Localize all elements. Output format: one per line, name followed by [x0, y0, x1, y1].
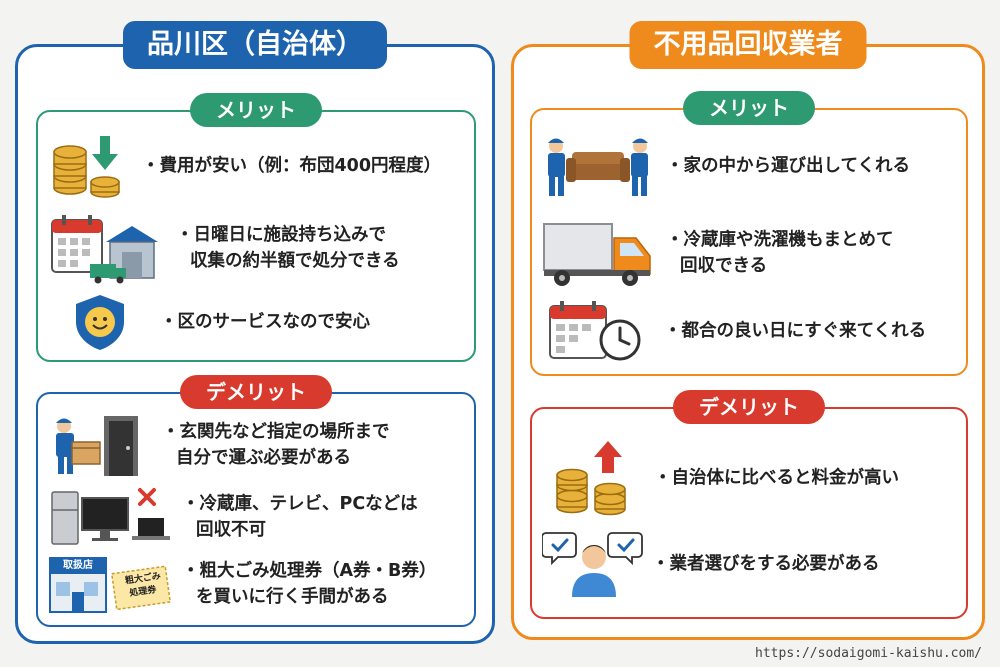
shop-sign-text: 取扱店 [63, 560, 93, 571]
municipal-merit-item-cost-text: ・費用が安い（例：布団400円程度） [142, 156, 442, 176]
collector-merit-section: メリット ・家の中から運び出してくれる [530, 91, 968, 376]
municipal-merit-item-sunday-line1: ・日曜日に施設持ち込みで [176, 225, 386, 245]
municipal-merit-item-sunday-line2: 収集の約半額で処分できる [190, 251, 400, 271]
collector-demerit-section: デメリット ・自治体に比べると料金が高い [530, 390, 968, 619]
shop-ticket-icon: 取扱店 粗大ごみ 処理券 [48, 554, 176, 614]
municipal-merit-item-safe-text: ・区のサービスなので安心 [160, 312, 370, 332]
municipal-panel: 品川区（自治体） メリット ・費用が安い（例：布団400円程度） [15, 21, 495, 644]
collector-merit-item-bulk-line1: ・冷蔵庫や洗濯機もまとめて [666, 230, 894, 250]
municipal-demerit-item-ticket: 取扱店 粗大ごみ 処理券 ・粗大ごみ処理券（A券・B券） を買いに行く手間がある [48, 554, 436, 614]
municipal-merit-item-sunday: ・日曜日に施設持ち込みで 収集の約半額で処分できる [50, 212, 400, 284]
municipal-merit-label: メリット [190, 93, 322, 127]
municipal-demerit-item-appliances: ・冷蔵庫、テレビ、PCなどは 回収不可 [48, 486, 418, 548]
collector-merit-item-carry-out: ・家の中から運び出してくれる [542, 134, 910, 198]
collector-merit-item-bulk: ・冷蔵庫や洗濯機もまとめて 回収できる [542, 218, 894, 288]
smile-shield-icon [76, 295, 124, 350]
municipal-demerit-item-appliances-line1: ・冷蔵庫、テレビ、PCなどは [182, 494, 418, 514]
collector-demerit-label: デメリット [673, 390, 825, 424]
collector-demerit-item-price-text: ・自治体に比べると料金が高い [654, 468, 899, 488]
collector-merit-item-schedule: ・都合の良い日にすぐ来てくれる [548, 300, 926, 362]
collector-merit-item-carry-out-text: ・家の中から運び出してくれる [666, 156, 910, 176]
municipal-demerit-section: デメリット ・玄関先など指定の場所まで 自分で運ぶ必要がある [36, 375, 476, 627]
collector-merit-label: メリット [683, 91, 815, 125]
person-carrying-box-icon [56, 416, 138, 476]
municipal-merit-item-cost: ・費用が安い（例：布団400円程度） [50, 132, 441, 200]
municipal-demerit-item-carry: ・玄関先など指定の場所まで 自分で運ぶ必要がある [48, 412, 390, 478]
municipal-demerit-item-carry-line1: ・玄関先など指定の場所まで [162, 422, 390, 442]
municipal-merit-item-safe: ・区のサービスなので安心 [72, 292, 370, 352]
collector-merit-item-bulk-line2: 回収できる [680, 256, 768, 276]
collector-demerit-item-price: ・自治体に比べると料金が高い [554, 439, 899, 517]
collector-panel: 不用品回収業者 メリット ・家の中から運び出してくれる [511, 21, 985, 640]
municipal-panel-title: 品川区（自治体） [123, 21, 387, 69]
collector-panel-title: 不用品回収業者 [629, 21, 867, 69]
collector-merit-item-schedule-text: ・都合の良い日にすぐ来てくれる [664, 321, 927, 341]
collector-demerit-item-choose-text: ・業者選びをする必要がある [652, 554, 880, 574]
municipal-merit-section: メリット ・費用が安い（例：布団400円程度） [36, 93, 476, 362]
coins-down-arrow-icon [53, 136, 120, 198]
calendar-clock-icon [549, 301, 641, 361]
collector-demerit-item-choose: ・業者選びをする必要がある [542, 529, 880, 599]
delivery-truck-icon [543, 223, 651, 286]
calendar-warehouse-truck-icon [51, 215, 158, 284]
person-choosing-check-icon [542, 532, 643, 597]
movers-sofa-icon [548, 138, 648, 196]
municipal-demerit-item-carry-line2: 自分で運ぶ必要がある [176, 448, 351, 468]
shop-ticket-graphic [49, 557, 172, 613]
municipal-demerit-item-ticket-line2: を買いに行く手間がある [196, 587, 389, 607]
municipal-demerit-item-appliances-line2: 回収不可 [196, 520, 266, 540]
footer-url: https://sodaigomi-kaishu.com/ [755, 646, 982, 661]
municipal-demerit-item-ticket-line1: ・粗大ごみ処理券（A券・B券） [182, 561, 437, 581]
municipal-demerit-label: デメリット [180, 375, 332, 409]
coins-up-arrow-icon [556, 441, 626, 516]
appliances-not-accepted-icon [51, 488, 170, 545]
